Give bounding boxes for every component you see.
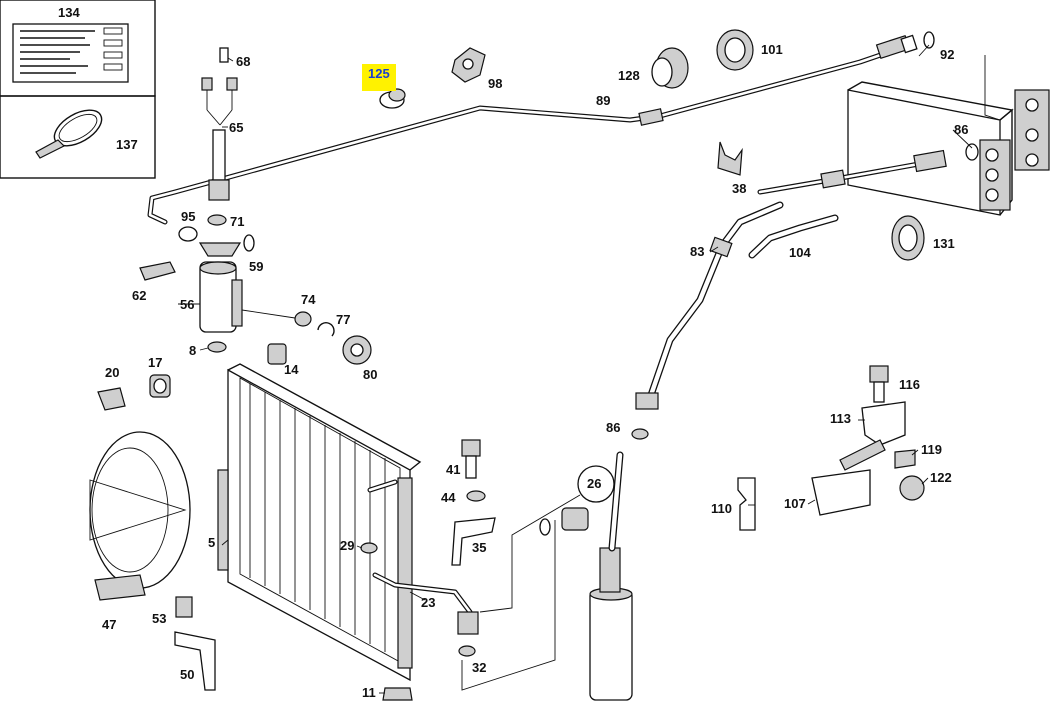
fan-47	[89, 431, 191, 601]
liquid-line-upper	[757, 143, 979, 195]
drier-bottle	[539, 451, 633, 701]
bracket-cluster-107	[737, 365, 925, 531]
callout-74[interactable]: 74	[301, 292, 316, 307]
callout-44[interactable]: 44	[441, 490, 456, 505]
callout-77[interactable]: 77	[336, 312, 351, 327]
bracket-98	[451, 47, 486, 83]
callout-26[interactable]: 26	[587, 476, 602, 491]
callout-122[interactable]: 122	[930, 470, 952, 485]
condenser-5	[217, 363, 422, 682]
callout-95[interactable]: 95	[181, 209, 196, 224]
callout-83[interactable]: 83	[690, 244, 705, 259]
callout-131[interactable]: 131	[933, 236, 955, 251]
callout-38[interactable]: 38	[732, 181, 747, 196]
callout-47[interactable]: 47	[102, 617, 117, 632]
callout-92[interactable]: 92	[940, 47, 955, 62]
receiver-drier-assembly	[139, 47, 296, 353]
callout-20[interactable]: 20	[105, 365, 120, 380]
callout-110[interactable]: 110	[711, 501, 732, 516]
callout-128[interactable]: 128	[618, 68, 640, 83]
callout-56[interactable]: 56	[180, 297, 195, 312]
callout-11[interactable]: 11	[362, 685, 376, 700]
callout-14[interactable]: 14	[284, 362, 299, 377]
callout-116[interactable]: 116	[899, 377, 920, 392]
callout-101[interactable]: 101	[761, 42, 783, 57]
pipe-23	[367, 479, 581, 691]
leader-lines	[178, 44, 973, 694]
callout-80[interactable]: 80	[363, 367, 378, 382]
callout-89[interactable]: 89	[596, 93, 611, 108]
grommet-125	[379, 88, 406, 109]
small-hardware	[97, 311, 372, 411]
hose-83	[635, 201, 784, 410]
callout-125-highlighted[interactable]: 125	[362, 64, 396, 91]
callout-113[interactable]: 113	[830, 411, 851, 426]
callout-35[interactable]: 35	[472, 540, 487, 555]
misc-fasteners	[360, 428, 649, 701]
evaporator-block	[847, 55, 1050, 216]
callout-137[interactable]: 137	[116, 137, 138, 152]
callout-41[interactable]: 41	[446, 462, 461, 477]
callout-86-upper[interactable]: 86	[954, 122, 969, 137]
callout-134[interactable]: 134	[58, 5, 80, 20]
callout-59[interactable]: 59	[249, 259, 264, 274]
callout-71[interactable]: 71	[230, 214, 245, 229]
callout-62[interactable]: 62	[132, 288, 147, 303]
callout-98[interactable]: 98	[488, 76, 503, 91]
callout-23[interactable]: 23	[421, 595, 436, 610]
inset-panels	[0, 0, 156, 179]
callout-53[interactable]: 53	[152, 611, 167, 626]
callout-32[interactable]: 32	[472, 660, 487, 675]
callout-86-lower[interactable]: 86	[606, 420, 621, 435]
suction-line-89	[147, 34, 918, 225]
hose-104	[748, 214, 839, 259]
callout-65[interactable]: 65	[229, 120, 244, 135]
clip-38	[717, 141, 743, 176]
callout-8[interactable]: 8	[189, 343, 197, 358]
callout-50[interactable]: 50	[180, 667, 195, 682]
callout-104[interactable]: 104	[789, 245, 811, 260]
grommets	[651, 29, 935, 261]
callout-68[interactable]: 68	[236, 54, 251, 69]
callout-119[interactable]: 119	[921, 442, 942, 457]
callout-107[interactable]: 107	[784, 496, 806, 511]
callout-5[interactable]: 5	[208, 535, 216, 550]
callout-29[interactable]: 29	[340, 538, 355, 553]
bracket-50	[174, 596, 216, 691]
callout-17[interactable]: 17	[148, 355, 163, 370]
